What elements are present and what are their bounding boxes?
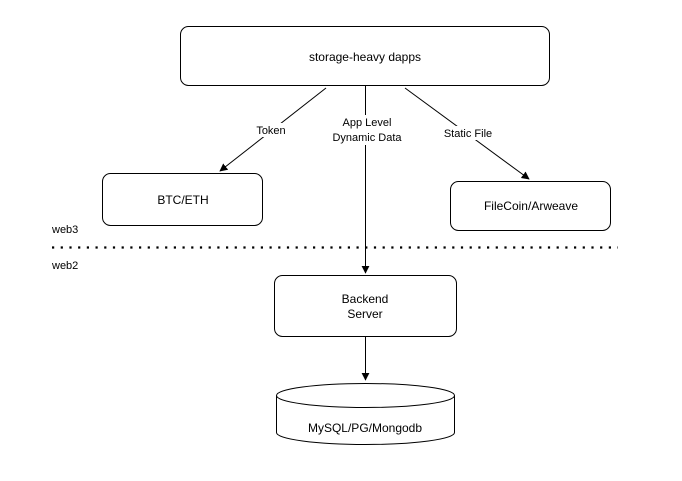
node-filecoin-arweave-label: FileCoin/Arweave [484,199,578,213]
edge-static-file-label: Static File [444,128,492,140]
edge-app-level-line1: App Level [343,117,392,129]
edge-app-level: App Level Dynamic Data [331,86,403,274]
node-backend-server-line2: Server [347,307,382,321]
edge-static-file: Static File [404,87,530,180]
node-backend-server[interactable]: Backend Server [274,275,457,337]
node-database-label: MySQL/PG/Mongodb [308,421,422,435]
node-backend-server-line1: Backend [342,292,389,306]
edge-token: Token [219,87,327,172]
node-btc-eth[interactable]: BTC/ETH [102,173,263,226]
node-database[interactable]: MySQL/PG/Mongodb [276,383,455,445]
node-btc-eth-label: BTC/ETH [157,193,208,207]
node-storage-heavy-dapps-label: storage-heavy dapps [309,50,421,64]
node-filecoin-arweave[interactable]: FileCoin/Arweave [450,181,611,231]
node-storage-heavy-dapps[interactable]: storage-heavy dapps [180,26,550,86]
zone-label-web2: web2 [51,260,78,272]
edge-token-label: Token [256,125,285,137]
edge-app-level-line2: Dynamic Data [332,132,402,144]
zone-label-web3: web3 [51,224,78,236]
